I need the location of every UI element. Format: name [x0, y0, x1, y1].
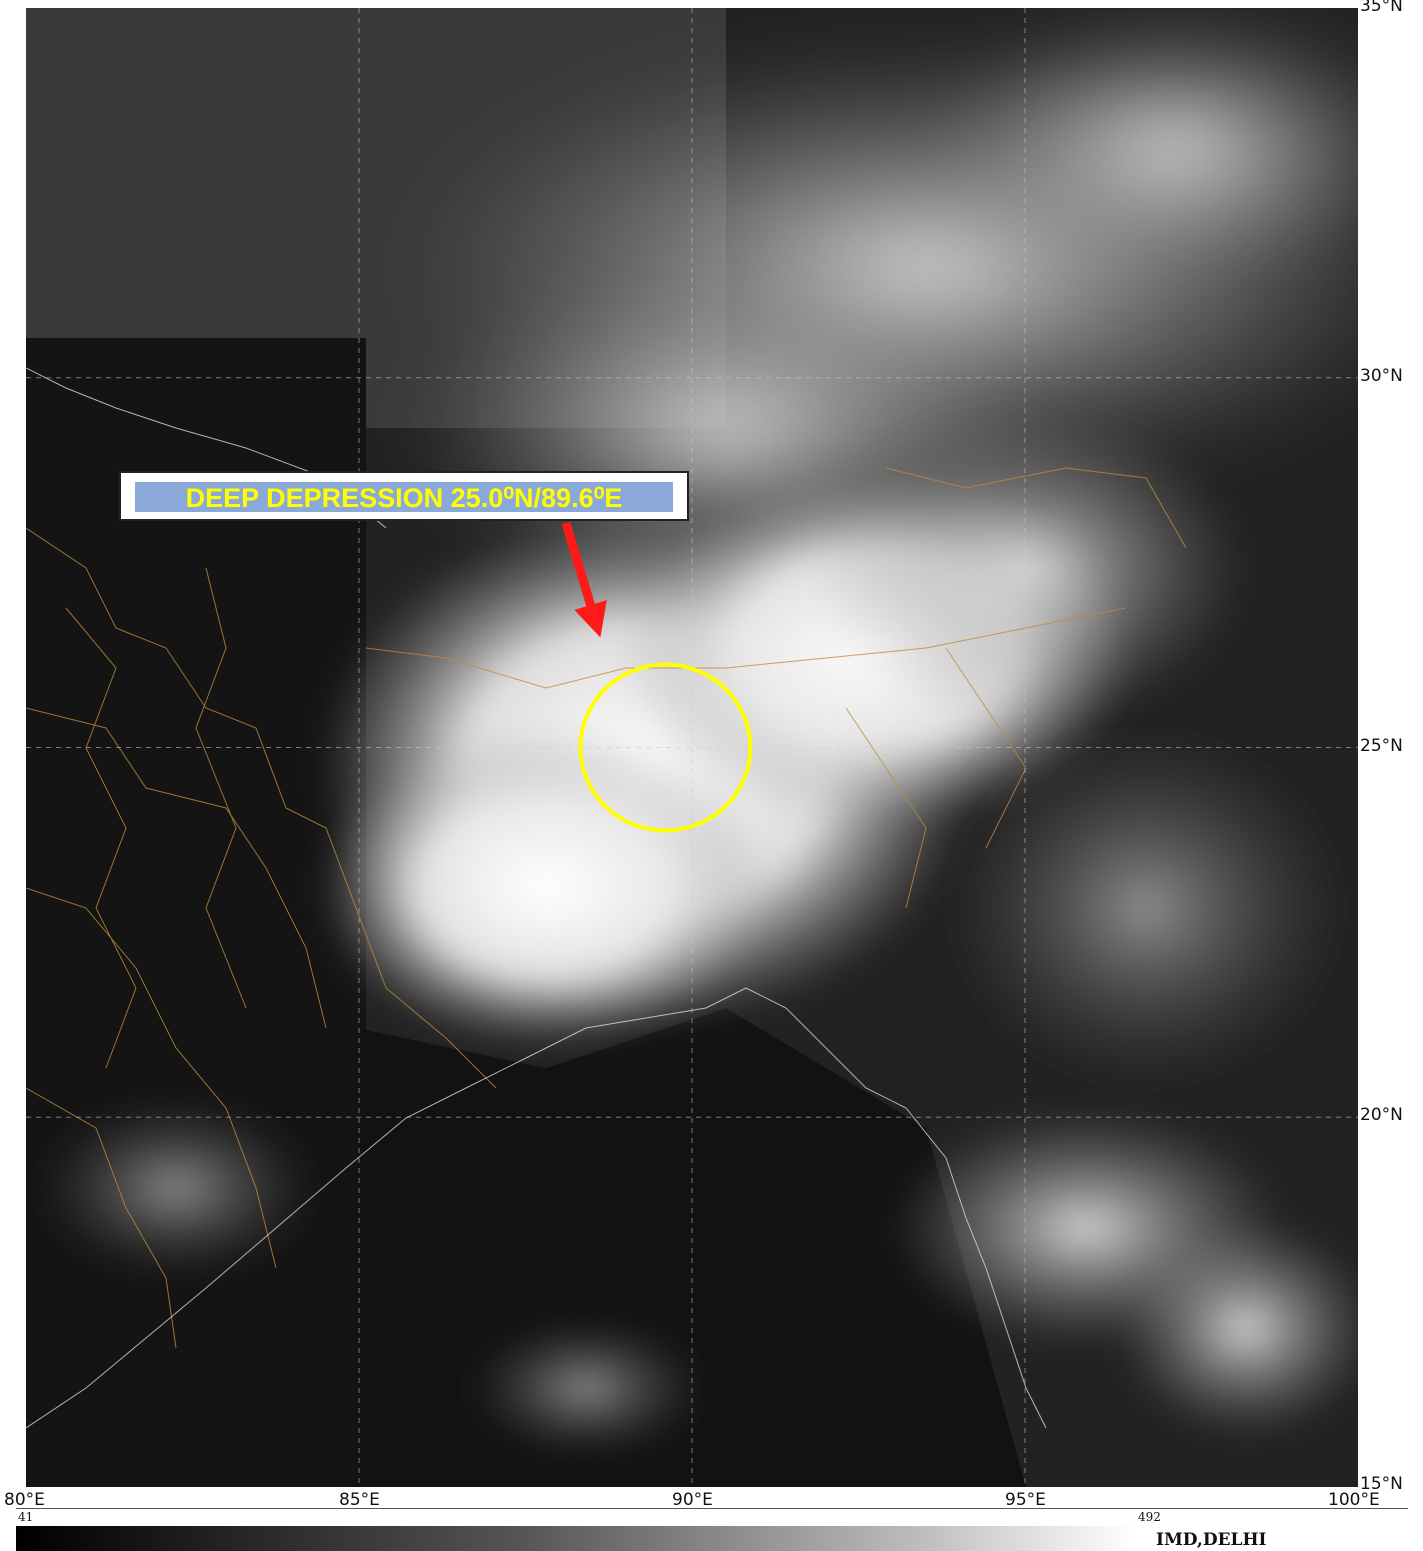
system-callout-box: DEEP DEPRESSION 25.0⁰N/89.6⁰E — [119, 471, 689, 521]
northern-cloud-band — [406, 8, 1358, 588]
system-marker — [561, 521, 753, 833]
administrative-boundaries — [26, 467, 1187, 1349]
latitude-label: 15°N — [1360, 1474, 1403, 1494]
longitude-label: 85°E — [339, 1490, 380, 1510]
latitude-label: 30°N — [1360, 365, 1403, 386]
southeast-cloud-clusters — [36, 728, 1358, 1458]
indian-subcontinent-land — [26, 338, 366, 1487]
pointer-arrow-shaft — [561, 521, 599, 618]
agency-credit: IMD,DELHI — [1156, 1530, 1267, 1550]
system-callout-text: DEEP DEPRESSION 25.0⁰N/89.6⁰E — [135, 482, 673, 513]
satellite-image — [26, 8, 1358, 1487]
colorbar-frame — [16, 1508, 1408, 1509]
latitude-label: 25°N — [1360, 735, 1403, 756]
system-center-circle — [578, 662, 753, 833]
satellite-image-map — [26, 8, 1358, 1487]
latitude-label: 35°N — [1360, 0, 1403, 16]
colorbar-max-label: 492 — [1138, 1510, 1161, 1524]
longitude-label: 95°E — [1005, 1490, 1046, 1510]
depression-cloud-mass — [316, 408, 1246, 1048]
longitude-label: 90°E — [672, 1490, 713, 1510]
lat-lon-gridlines — [26, 8, 1358, 1487]
longitude-label: 80°E — [4, 1490, 45, 1510]
latitude-label: 20°N — [1360, 1105, 1403, 1126]
pointer-arrow-head — [574, 600, 607, 638]
brightness-colorbar — [16, 1526, 1136, 1551]
colorbar-min-label: 41 — [18, 1510, 34, 1524]
longitude-label: 100°E — [1328, 1490, 1380, 1510]
